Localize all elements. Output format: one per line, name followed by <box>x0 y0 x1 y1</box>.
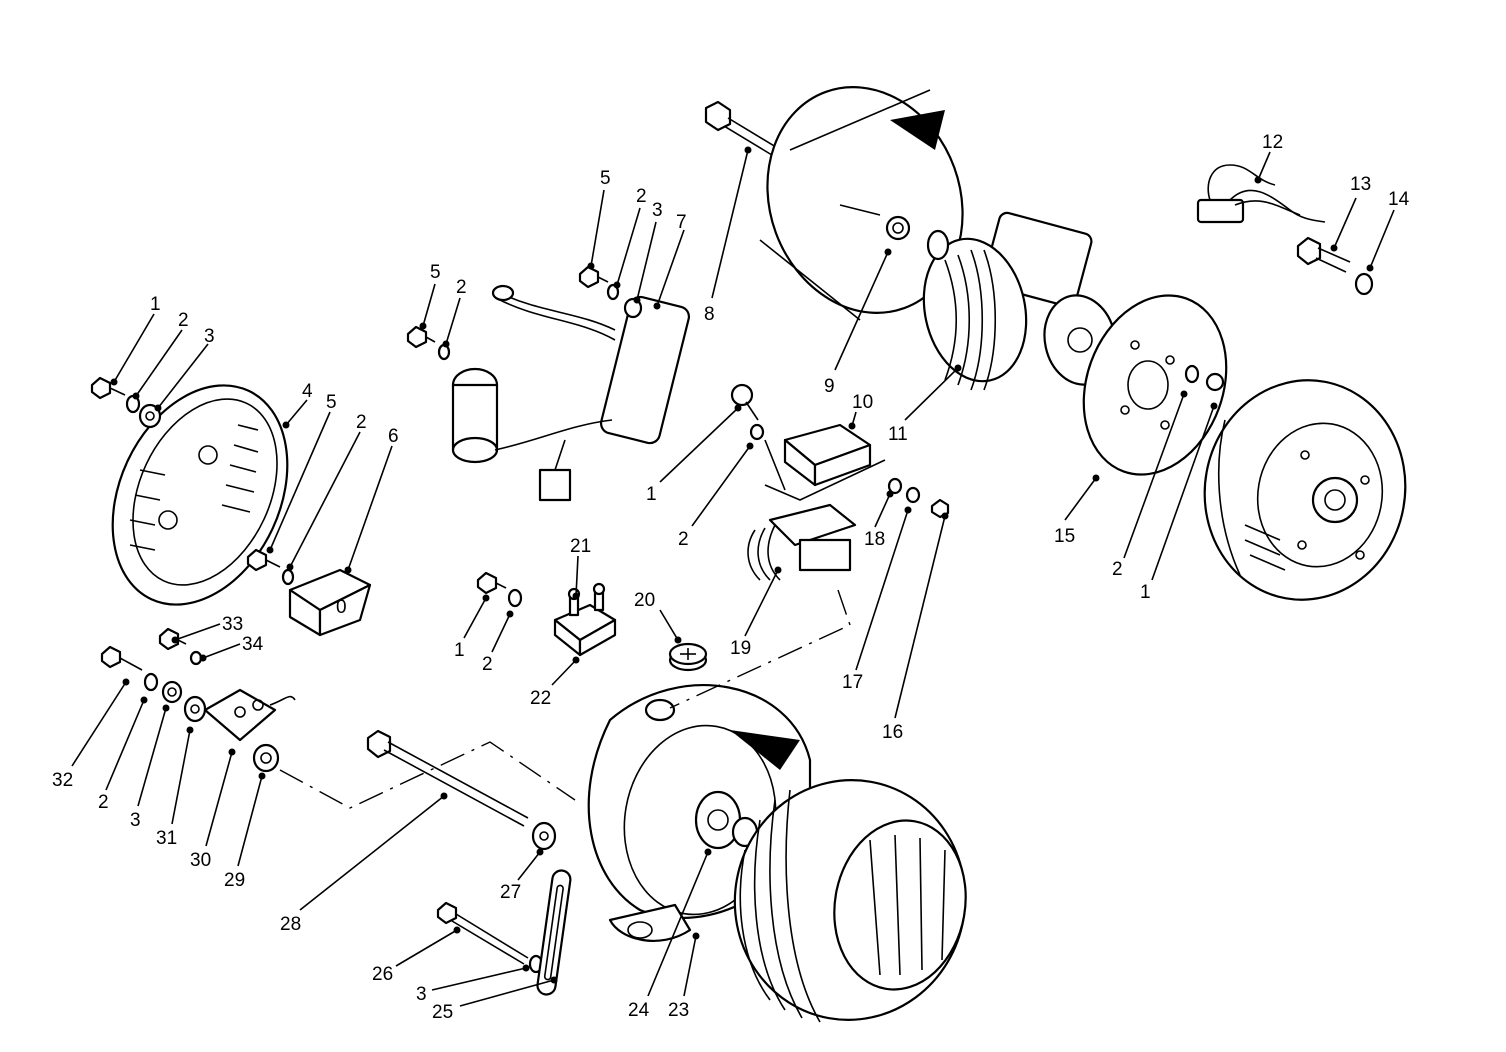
callout-19: 19 <box>730 638 751 659</box>
callout-1-mid: 1 <box>646 484 657 505</box>
callout-3-bottom-left: 3 <box>130 810 141 831</box>
callout-10: 10 <box>852 392 873 413</box>
callout-1-bottom-center: 1 <box>454 640 465 661</box>
callout-18: 18 <box>864 529 885 550</box>
part-terminal-21-22 <box>476 571 617 657</box>
part-bolt-13 <box>1296 236 1351 273</box>
svg-text:0: 0 <box>336 597 347 618</box>
part-lock-washer-14 <box>1354 272 1374 296</box>
part-through-bolt-28 <box>366 729 529 827</box>
part-fasteners-left <box>90 376 295 586</box>
part-front-end-cover-4 <box>111 384 289 606</box>
callout-2-mid: 2 <box>456 277 467 298</box>
callout-25: 25 <box>432 1002 453 1023</box>
part-wiring-harness-12 <box>1196 164 1326 224</box>
callout-2-bottom-left: 2 <box>98 792 109 813</box>
leader-lines <box>71 146 1395 1007</box>
callout-16: 16 <box>882 722 903 743</box>
callout-2-left: 2 <box>178 310 189 331</box>
callout-5-mid: 5 <box>430 262 441 283</box>
callout-6: 6 <box>388 426 399 447</box>
callout-9: 9 <box>824 376 835 397</box>
callout-34: 34 <box>242 634 264 655</box>
callout-1-left: 1 <box>150 294 161 315</box>
part-rotor-11 <box>922 211 1117 391</box>
alignment-lines <box>279 589 851 809</box>
part-capacitor-assembly-7 <box>451 284 691 502</box>
part-terminal-block-19 <box>747 503 857 581</box>
callout-5-left: 5 <box>326 392 337 413</box>
callout-15: 15 <box>1054 526 1075 547</box>
callout-1-right: 1 <box>1140 582 1151 603</box>
part-module-10 <box>730 383 886 501</box>
callout-20: 20 <box>634 590 655 611</box>
callout-29: 29 <box>224 870 245 891</box>
part-small-fasteners-16-18 <box>887 477 950 519</box>
callout-3-top: 3 <box>652 200 663 221</box>
callout-32: 32 <box>52 770 73 791</box>
callout-4: 4 <box>302 381 313 402</box>
callout-2-right: 2 <box>1112 559 1123 580</box>
callout-30: 30 <box>190 850 211 871</box>
callout-14: 14 <box>1388 189 1410 210</box>
part-bearing-plate-15 <box>1082 294 1228 476</box>
part-washer-27 <box>531 821 557 851</box>
part-fan-housing-ring <box>759 86 964 321</box>
callout-13: 13 <box>1350 174 1371 195</box>
callout-26: 26 <box>372 964 393 985</box>
callout-3-left: 3 <box>204 326 215 347</box>
callout-labels: 8 9 11 12 13 14 15 2 1 5 2 3 7 5 2 1 2 3… <box>52 132 1410 1023</box>
callout-17: 17 <box>842 672 863 693</box>
callout-7: 7 <box>676 212 687 233</box>
callout-2-left2: 2 <box>356 412 367 433</box>
part-screw-right <box>1184 364 1225 392</box>
callout-28: 28 <box>280 914 301 935</box>
callout-21: 21 <box>570 536 591 557</box>
callout-2-top: 2 <box>636 186 647 207</box>
callout-33: 33 <box>222 614 243 635</box>
part-stator-core <box>733 779 967 1023</box>
part-cap-20 <box>668 642 708 672</box>
callout-11: 11 <box>888 424 908 445</box>
callout-22: 22 <box>530 688 551 709</box>
part-rear-end-cover <box>1203 379 1407 601</box>
callout-2-mid2: 2 <box>678 529 689 550</box>
callout-12: 12 <box>1262 132 1283 153</box>
callout-24: 24 <box>628 1000 650 1021</box>
callout-5-top: 5 <box>600 168 611 189</box>
part-stud-26-strap-25 <box>436 869 572 996</box>
callout-23: 23 <box>668 1000 689 1021</box>
part-rectifier-6: 0 <box>288 568 372 637</box>
part-fasteners-top-center <box>406 265 643 361</box>
callout-2-bottom-center: 2 <box>482 654 493 675</box>
callout-3-bottom: 3 <box>416 984 427 1005</box>
callout-8: 8 <box>704 304 715 325</box>
part-fasteners-bottom-left <box>100 627 296 773</box>
callout-27: 27 <box>500 882 521 903</box>
callout-31: 31 <box>156 828 177 849</box>
